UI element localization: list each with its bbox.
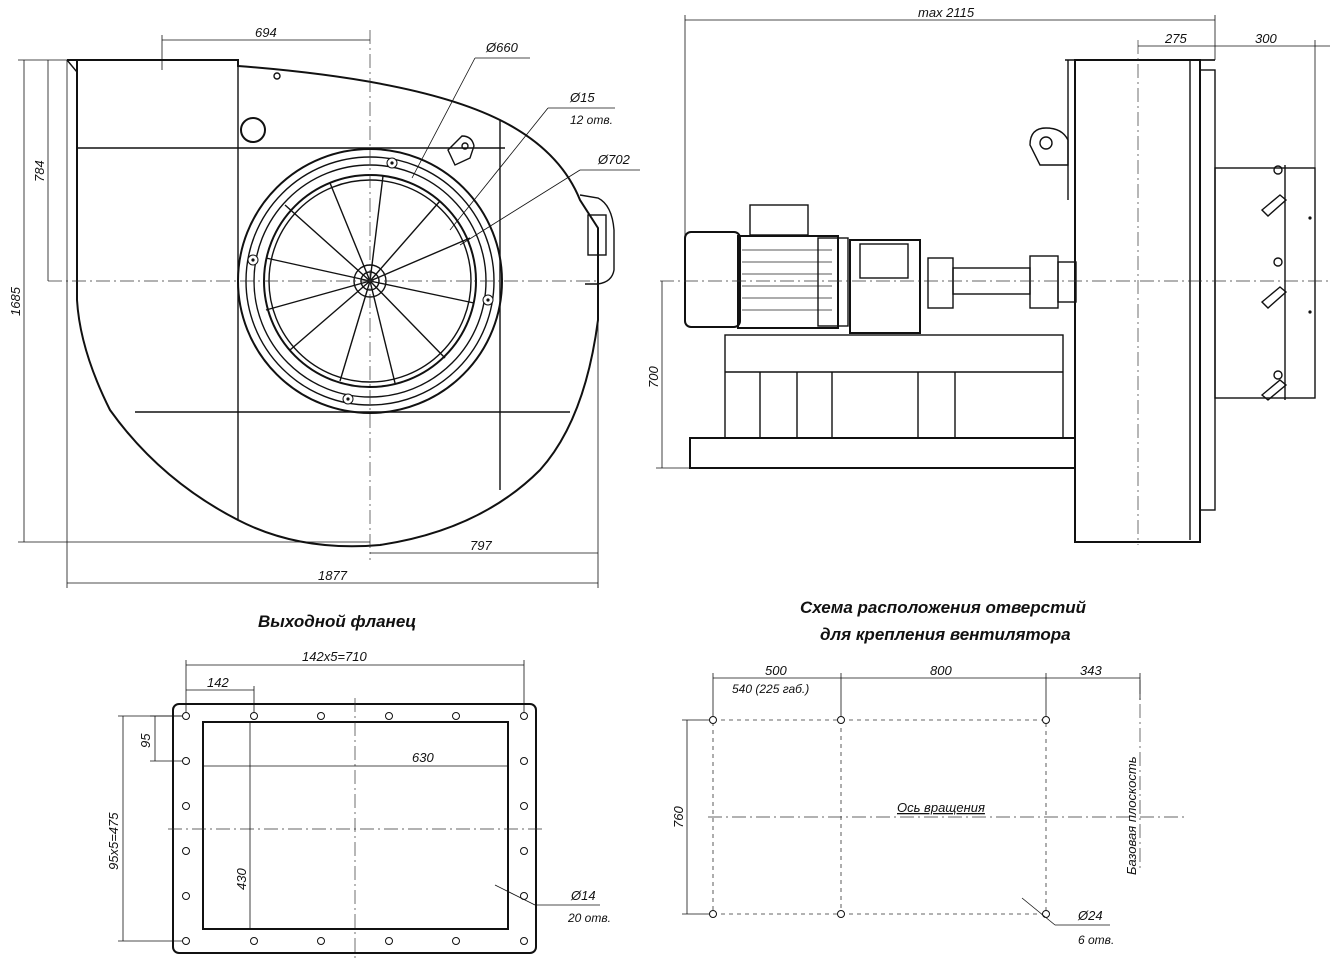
mount-view: 500 540 (225 габ.) 800 343 760 Ось враще… xyxy=(671,663,1188,947)
dim-797: 797 xyxy=(470,538,492,553)
axis-label: Ось вращения xyxy=(897,800,985,815)
dim-mount-hole-d: Ø24 xyxy=(1077,908,1103,923)
mount-holes xyxy=(709,716,1050,918)
flange-bolt-holes xyxy=(182,712,528,945)
dim-1685: 1685 xyxy=(8,286,23,316)
dim-flange-hole-count: 20 отв. xyxy=(567,911,611,925)
dim-max-length: max 2115 xyxy=(918,5,975,20)
dim-mount-hole-count: 6 отв. xyxy=(1078,933,1114,947)
front-dimensions xyxy=(18,35,640,588)
dim-1877: 1877 xyxy=(318,568,348,583)
dim-540: 540 (225 габ.) xyxy=(732,682,809,696)
flange-bolt-holes xyxy=(247,157,494,405)
title-mount-scheme-1: Схема расположения отверстий xyxy=(800,598,1087,617)
front-view: 694 Ø660 Ø15 12 отв. Ø702 784 1685 797 1… xyxy=(8,25,640,588)
dim-step-x: 142 xyxy=(207,675,229,690)
dim-flange-hole-d: Ø14 xyxy=(570,888,596,903)
dim-opening-height: 430 xyxy=(234,868,249,890)
dim-800: 800 xyxy=(930,663,952,678)
dim-holes-y: 95x5=475 xyxy=(106,812,121,870)
fan-casing-side xyxy=(1074,59,1201,543)
inlet-damper xyxy=(1214,167,1316,399)
fan-housing-outline xyxy=(67,59,599,548)
dim-flange-diameter: Ø702 xyxy=(597,152,631,167)
flange-view: 142x5=710 142 95 630 95x5=475 430 Ø14 20… xyxy=(106,649,611,958)
base-frame xyxy=(689,437,1076,469)
dim-784: 784 xyxy=(32,160,47,182)
motor-body xyxy=(737,235,839,329)
terminal-box xyxy=(749,204,809,236)
title-outlet-flange: Выходной фланец xyxy=(258,612,416,631)
flange-plate xyxy=(172,703,537,954)
dim-275: 275 xyxy=(1164,31,1187,46)
title-mount-scheme-2: для крепления вентилятора xyxy=(820,625,1071,644)
dim-inlet-diameter: Ø660 xyxy=(485,40,519,55)
side-dimensions xyxy=(656,15,1330,469)
dim-hole-diameter: Ø15 xyxy=(569,90,595,105)
dim-hole-count: 12 отв. xyxy=(570,113,613,127)
dim-694: 694 xyxy=(255,25,277,40)
dim-500: 500 xyxy=(765,663,787,678)
outer-flange-ring xyxy=(237,148,503,414)
bearing-left xyxy=(927,257,954,309)
dim-760: 760 xyxy=(671,806,686,828)
coupling-guard xyxy=(849,239,921,334)
lifting-lug xyxy=(1029,127,1069,166)
dim-holes-x: 142x5=710 xyxy=(302,649,367,664)
port-circle xyxy=(240,117,266,143)
motor-endcap xyxy=(684,231,741,328)
dim-343: 343 xyxy=(1080,663,1102,678)
side-view: max 2115 275 300 700 xyxy=(646,5,1330,545)
flange-opening xyxy=(202,721,509,930)
dim-step-y: 95 xyxy=(138,733,153,748)
dim-700: 700 xyxy=(646,366,661,388)
flange-dimensions xyxy=(118,660,600,942)
dim-300: 300 xyxy=(1255,31,1277,46)
dim-opening-width: 630 xyxy=(412,750,434,765)
impeller-blades xyxy=(265,175,475,384)
bearing-right xyxy=(1029,255,1059,309)
mount-dimensions xyxy=(682,673,1141,926)
base-plane-label: Базовая плоскость xyxy=(1124,756,1139,875)
